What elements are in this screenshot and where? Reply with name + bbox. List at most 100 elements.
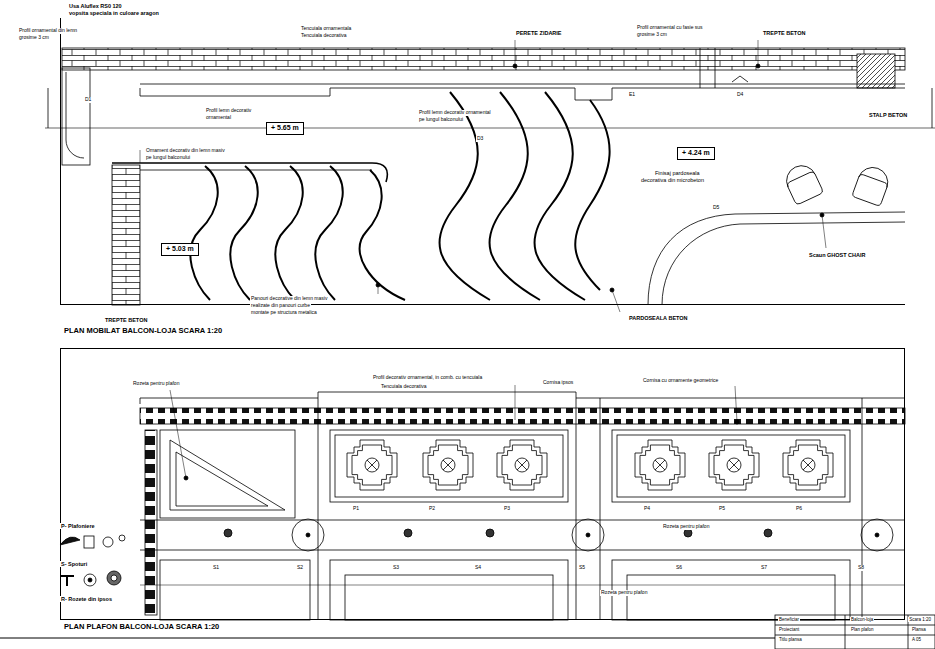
drawing-path xyxy=(439,92,490,300)
drawing-path xyxy=(275,166,302,300)
drawing-note: pe lungul balconului xyxy=(418,117,464,123)
drawing-rect xyxy=(857,54,895,88)
drawing-note: E1 xyxy=(628,92,636,98)
drawing-path xyxy=(534,92,585,300)
drawing-circle xyxy=(441,458,455,472)
plan-frame: PLAN MOBILAT BALCON-LOJA SCARA 1:20+ 5.6… xyxy=(60,18,905,305)
drawing-line xyxy=(862,398,863,620)
drawing-note: D4 xyxy=(736,92,744,98)
drawing-rect xyxy=(140,408,905,424)
drawing-path xyxy=(60,576,74,586)
drawing-line xyxy=(515,40,516,66)
level-tag: + 4.24 m xyxy=(677,147,715,160)
drawing-path xyxy=(803,460,813,470)
drawing-g xyxy=(224,529,772,537)
drawing-note: Usa Aluflex RS0 120 xyxy=(68,3,123,9)
drawing-path xyxy=(655,460,665,470)
drawing-note: STALP BETON xyxy=(868,112,908,118)
drawing-circle xyxy=(764,529,772,537)
drawing-line xyxy=(515,385,516,420)
drawing-circle xyxy=(107,571,121,585)
drawing-circle xyxy=(875,533,879,537)
drawing-path xyxy=(60,537,80,545)
drawing-line xyxy=(140,170,372,171)
drawing-note: Rozeta pentru plafon xyxy=(662,524,710,530)
drawing-circle xyxy=(861,519,893,551)
drawing-polyline xyxy=(140,88,905,100)
legend-entry: R- Rozete din ipsos xyxy=(60,596,113,602)
drawing-line xyxy=(140,550,905,551)
drawing-rect xyxy=(627,575,835,620)
drawing-note: Profil decorativ ornamental, in comb. cu… xyxy=(372,375,483,381)
drawing-line xyxy=(45,128,935,129)
drawing-rect xyxy=(335,435,563,497)
drawing-rect xyxy=(617,435,845,497)
drawing-path xyxy=(648,212,905,305)
drawing-note: ornamental xyxy=(205,115,232,121)
drawing-note: Plansa xyxy=(911,627,927,632)
drawing-line xyxy=(170,390,186,478)
drawing-rect xyxy=(112,165,140,305)
drawing-polygon xyxy=(640,445,680,485)
drawing-circle xyxy=(404,529,412,537)
drawing-note: P1 xyxy=(352,506,360,512)
drawing-note: pe lungul balconului xyxy=(145,155,191,161)
drawing-note: P6 xyxy=(795,506,803,512)
drawing-note: D5 xyxy=(712,205,720,211)
drawing-note: Titlu plansa xyxy=(778,637,803,642)
drawing-rect xyxy=(160,560,310,620)
drawing-note: Profil ornamental cu fasie sus xyxy=(636,25,704,31)
drawing-polygon xyxy=(783,440,833,490)
drawing-polygon xyxy=(502,445,542,485)
drawing-polygon xyxy=(352,445,392,485)
legend-entry: S- Spoturi xyxy=(60,561,88,567)
drawing-line xyxy=(318,398,319,620)
drawing-path xyxy=(66,72,84,158)
drawing-note: S3 xyxy=(392,565,400,571)
drawing-path xyxy=(315,166,342,300)
drawing-circle xyxy=(84,574,96,586)
drawing-g xyxy=(190,92,609,300)
drawing-note: decorativa din microbeton xyxy=(640,177,705,183)
drawing-note: vopsita speciala in culoare aragon xyxy=(68,10,160,16)
drawing-note: Proiectant xyxy=(778,627,800,632)
drawing-note: grosime 3 cm xyxy=(636,32,668,38)
legend-entry: P- Plafoniere xyxy=(60,523,96,529)
drawing-g xyxy=(0,40,935,649)
level-tag: + 5.03 m xyxy=(161,243,199,256)
drawing-circle xyxy=(224,529,232,537)
drawing-note: Profil ornamental din lemn xyxy=(18,28,78,34)
drawing-note: Beneficiar xyxy=(778,617,800,622)
drawing-circle xyxy=(103,537,113,547)
drawing-polygon xyxy=(347,440,397,490)
drawing-circle xyxy=(572,519,604,551)
drawing-path xyxy=(489,92,540,300)
drawing-line xyxy=(932,88,933,128)
drawing-note: P2 xyxy=(428,506,436,512)
drawing-line xyxy=(758,40,759,66)
drawing-circle xyxy=(610,288,614,292)
drawing-note: PERETE ZIDARIE xyxy=(515,30,563,36)
drawing-circle xyxy=(184,476,188,480)
drawing-circle xyxy=(111,575,117,581)
drawing-note: realizate din panouri curbe xyxy=(250,303,311,309)
level-tag: + 5.65 m xyxy=(266,122,304,135)
drawing-note: P3 xyxy=(503,506,511,512)
drawing-note: D3 xyxy=(476,136,484,142)
drawing-rect xyxy=(345,575,553,620)
drawing-rect xyxy=(160,430,295,518)
drawing-circle xyxy=(727,458,741,472)
drawing-polygon xyxy=(709,440,759,490)
drawing-g xyxy=(782,161,824,205)
drawing-note: PARDOSEALA BETON xyxy=(628,315,689,321)
drawing-circle xyxy=(292,519,324,551)
drawing-circle xyxy=(486,529,494,537)
drawing-note: Scaun GHOST CHAIR xyxy=(808,252,867,258)
drawing-line xyxy=(700,48,701,88)
drawing-note: S8 xyxy=(857,565,865,571)
drawing-rect xyxy=(612,430,850,502)
drawing-note: S7 xyxy=(760,565,768,571)
drawing-polygon xyxy=(423,440,473,490)
drawing-note: A 05 xyxy=(911,637,922,642)
